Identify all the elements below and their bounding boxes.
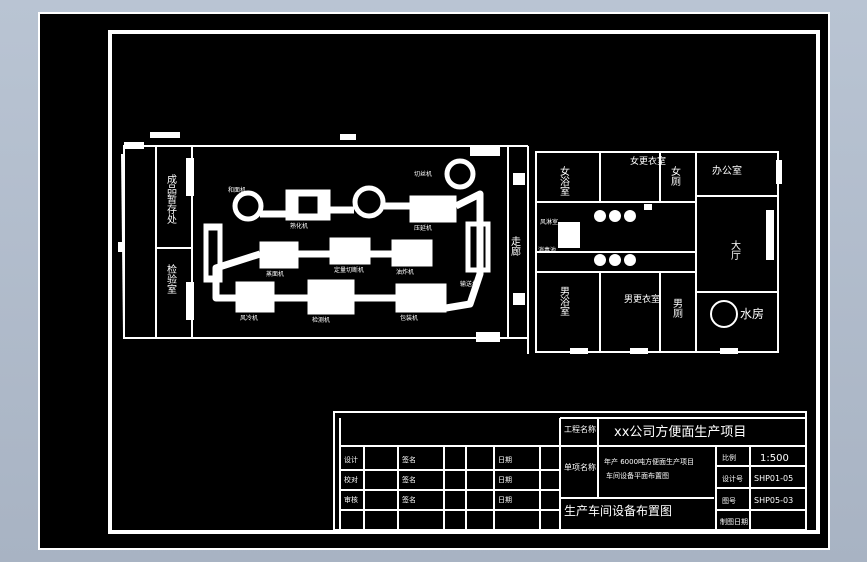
equipment-label-2: 熟化机 <box>290 222 308 230</box>
label-men-dressing: 男更衣室 <box>624 293 660 305</box>
inner-frame <box>108 30 820 534</box>
label-hall: 大厅 <box>729 239 741 260</box>
equipment-label-5: 蒸面机 <box>266 270 284 278</box>
corridor <box>508 145 529 354</box>
equipment-label-9: 检测机 <box>312 316 330 324</box>
label-corridor: 走廊 <box>509 236 521 257</box>
item-value-2: 车间设备平面布置图 <box>606 471 669 480</box>
date-label-2: 日期 <box>498 476 512 484</box>
item-label: 单项名称 <box>564 462 596 472</box>
label-men-bath: 男浴室 <box>558 286 570 316</box>
print-date-label: 制图日期 <box>720 517 748 526</box>
project-label: 工程名称 <box>564 424 596 434</box>
conveyor-line <box>212 190 484 312</box>
signature-label-1: 签名 <box>402 455 416 464</box>
reviewer-label: 审核 <box>344 495 358 504</box>
scale-label: 比例 <box>722 453 736 462</box>
design-no-value: SHP01-05 <box>754 474 793 483</box>
drawing-sheet: 成品暂存处 检验室 女浴室 女更衣室 女厕 办公室 男浴室 男更衣室 男厕 大厅… <box>38 12 830 550</box>
label-inspection: 检验室 <box>165 263 177 294</box>
equipment-label-3: 压延机 <box>414 224 432 232</box>
equipment-label-1: 和面机 <box>228 186 246 194</box>
annex-fixtures <box>558 160 782 354</box>
wall-openings <box>118 132 500 342</box>
label-office: 办公室 <box>712 164 742 177</box>
drawing-no-value: SHP05-03 <box>754 496 793 505</box>
equipment-label-13: 消毒池 <box>538 246 556 254</box>
equipment <box>203 158 491 315</box>
water-tank <box>710 300 738 328</box>
equipment-label-10: 包装机 <box>400 314 418 322</box>
design-no-label: 设计号 <box>722 474 743 483</box>
project-value: xx公司方便面生产项目 <box>614 424 746 440</box>
equipment-label-4: 切丝机 <box>414 170 432 178</box>
label-water-room: 水房 <box>740 306 764 321</box>
equipment-label-12: 风淋室 <box>540 218 558 226</box>
equipment-label-11: 输送机 <box>460 280 478 288</box>
equipment-label-7: 油炸机 <box>396 268 414 276</box>
label-men-toilet: 男厕 <box>671 298 683 319</box>
signature-label-3: 签名 <box>402 495 416 504</box>
room-labels: 成品暂存处 检验室 女浴室 女更衣室 女厕 办公室 男浴室 男更衣室 男厕 大厅… <box>165 155 765 321</box>
signature-label-2: 签名 <box>402 475 416 484</box>
drawing-no-label: 图号 <box>722 497 736 505</box>
label-women-toilet: 女厕 <box>669 165 681 187</box>
item-value-1: 年产 6000吨方便面生产项目 <box>604 457 694 466</box>
date-label-1: 日期 <box>498 456 512 464</box>
drawing-title: 生产车间设备布置图 <box>564 503 672 518</box>
designer-label: 设计 <box>344 455 358 464</box>
scale-value: 1:500 <box>760 453 789 464</box>
title-block: 工程名称 xx公司方便面生产项目 单项名称 年产 6000吨方便面生产项目 车间… <box>333 411 807 531</box>
label-women-bath: 女浴室 <box>558 165 570 196</box>
floor-plan: 成品暂存处 检验室 女浴室 女更衣室 女厕 办公室 男浴室 男更衣室 男厕 大厅… <box>108 30 820 534</box>
equipment-label-8: 风冷机 <box>240 314 258 322</box>
label-finished-storage: 成品暂存处 <box>165 174 177 225</box>
equipment-label-6: 定量切断机 <box>334 266 364 274</box>
annex-walls <box>535 151 779 353</box>
label-women-dressing: 女更衣室 <box>630 155 666 167</box>
date-label-3: 日期 <box>498 496 512 504</box>
checker-label: 校对 <box>344 475 358 484</box>
equipment-labels: 和面机 熟化机 压延机 切丝机 蒸面机 定量切断机 油炸机 风冷机 检测机 包装… <box>228 170 558 324</box>
